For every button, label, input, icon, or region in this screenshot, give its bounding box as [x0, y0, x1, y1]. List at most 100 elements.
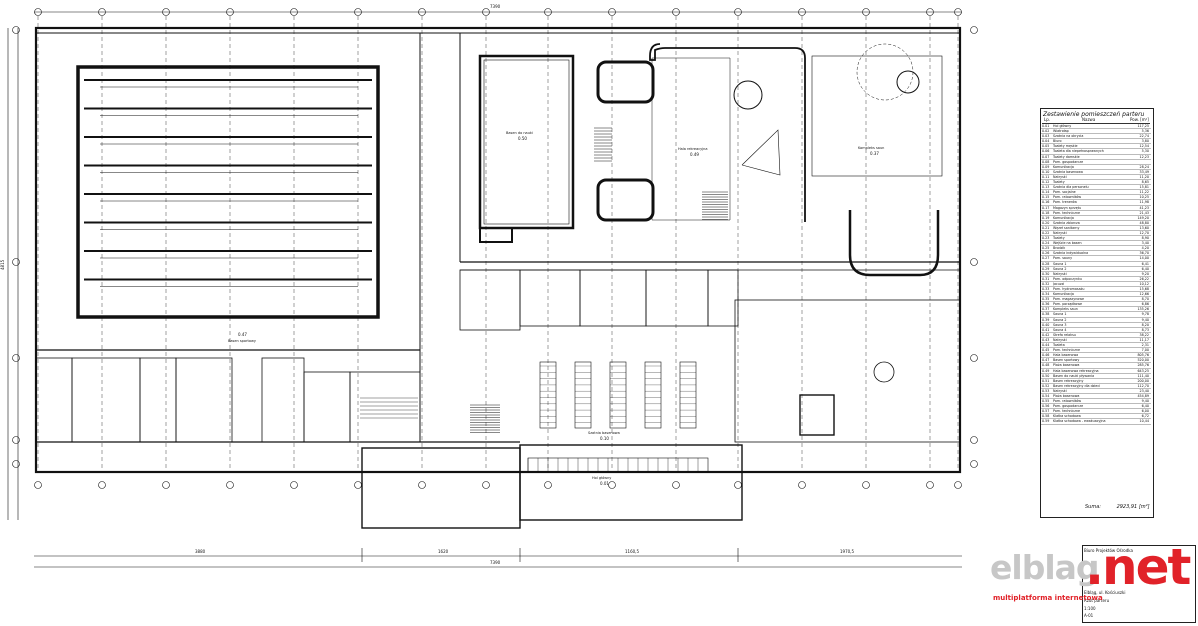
row-area: 6,40 — [1141, 266, 1149, 271]
grid-marker — [970, 258, 978, 266]
dim-bottom-seg-2: 1620 — [438, 549, 449, 554]
row-no: 0.11 — [1042, 174, 1050, 179]
row-area: 9,20 — [1141, 271, 1149, 276]
watermark-brand: elblag — [990, 548, 1100, 587]
row-area: 10,44 — [1139, 419, 1149, 424]
row-no: 0.22 — [1042, 230, 1050, 235]
row-no: 0.07 — [1042, 154, 1050, 159]
row-area: 200,00 — [1137, 378, 1149, 383]
row-area: 5,30 — [1141, 149, 1149, 154]
row-area: 3,80 — [1141, 139, 1149, 144]
grid-axis-top — [12, 8, 978, 489]
row-name: Natryski — [1053, 230, 1067, 235]
row-no: 0.19 — [1042, 215, 1050, 220]
row-no: 0.30 — [1042, 271, 1050, 276]
tb-line3: Rzut parteru — [1084, 598, 1110, 603]
row-name: Plaża basenowa — [1053, 363, 1080, 368]
room-pool-big-no: 0.47 — [238, 332, 247, 337]
room-outline — [349, 371, 421, 443]
row-name: Sauna 1 — [1053, 261, 1067, 266]
row-name: Klatka schodowa - ewakuacyjna — [1053, 419, 1106, 424]
room-pool-big-label: Basen sportowy — [228, 339, 256, 343]
grid-marker — [862, 8, 870, 16]
row-area: 13,60 — [1139, 225, 1149, 230]
row-area: 112,70 — [1137, 383, 1149, 388]
grid-marker — [418, 481, 426, 489]
row-area: 3,40 — [1141, 241, 1149, 246]
row-name: Pom. porządkowe — [1053, 302, 1083, 307]
row-area: 23,40 — [1139, 388, 1149, 393]
grid-marker — [970, 436, 978, 444]
row-no: 0.36 — [1042, 302, 1050, 307]
dim-bottom-seg-4: 1970,5 — [840, 549, 854, 554]
header-area: Pow. [m²] — [1130, 117, 1149, 122]
row-name: Basen rekreacyjny — [1053, 378, 1084, 383]
row-no: 0.09 — [1042, 164, 1050, 169]
grid-marker — [226, 8, 234, 16]
room-sauna-label: Kompleks saun — [858, 146, 884, 150]
sum-label: Suma: — [1085, 504, 1101, 510]
schedule-sum: Suma: 2923,91 [m²] — [1085, 504, 1150, 510]
row-no: 0.47 — [1042, 358, 1050, 363]
row-no: 0.54 — [1042, 393, 1050, 398]
grid-marker — [798, 481, 806, 489]
row-area: 36,70 — [1139, 251, 1149, 256]
row-name: Toalety damskie — [1053, 154, 1080, 159]
row-area: 8,90 — [1141, 236, 1149, 241]
row-name: Komunikacja — [1053, 215, 1074, 220]
dim-bottom-seg-3: 1160,5 — [625, 549, 639, 554]
row-area: 6,41 — [1141, 261, 1149, 266]
grid-marker — [34, 481, 42, 489]
room-outline — [519, 269, 581, 327]
tb-scale: 1:100 — [1084, 606, 1096, 611]
row-name: Sauna 3 — [1053, 322, 1067, 327]
row-no: 0.04 — [1042, 139, 1050, 144]
room-outline — [459, 269, 521, 331]
row-no: 0.21 — [1042, 225, 1050, 230]
row-no: 0.31 — [1042, 276, 1050, 281]
grid-marker — [354, 481, 362, 489]
row-name: Pom. sauny — [1053, 256, 1073, 261]
grid-marker — [12, 460, 20, 468]
grid-marker — [954, 481, 962, 489]
row-area: 38,22 — [1139, 332, 1149, 337]
row-name: Toalety — [1053, 180, 1065, 185]
row-name: Pom. ratowników — [1053, 195, 1082, 200]
row-area: 454,89 — [1137, 393, 1149, 398]
row-no: 0.44 — [1042, 343, 1050, 348]
row-name: Plaża basenowa — [1053, 393, 1080, 398]
row-name: Sauna 1 — [1053, 312, 1067, 317]
row-name: Toaleta — [1053, 343, 1065, 348]
room-pool-mid-label: Basen do nauki — [506, 131, 533, 135]
row-area: 2,31 — [1141, 343, 1149, 348]
row-name: Natryski — [1053, 174, 1067, 179]
row-no: 0.56 — [1042, 404, 1050, 409]
grid-marker — [34, 8, 42, 16]
row-name: Szatnia na okrycia — [1053, 134, 1084, 139]
dim-left-total: 4815 — [0, 259, 5, 270]
row-area: 11,98 — [1139, 200, 1149, 205]
